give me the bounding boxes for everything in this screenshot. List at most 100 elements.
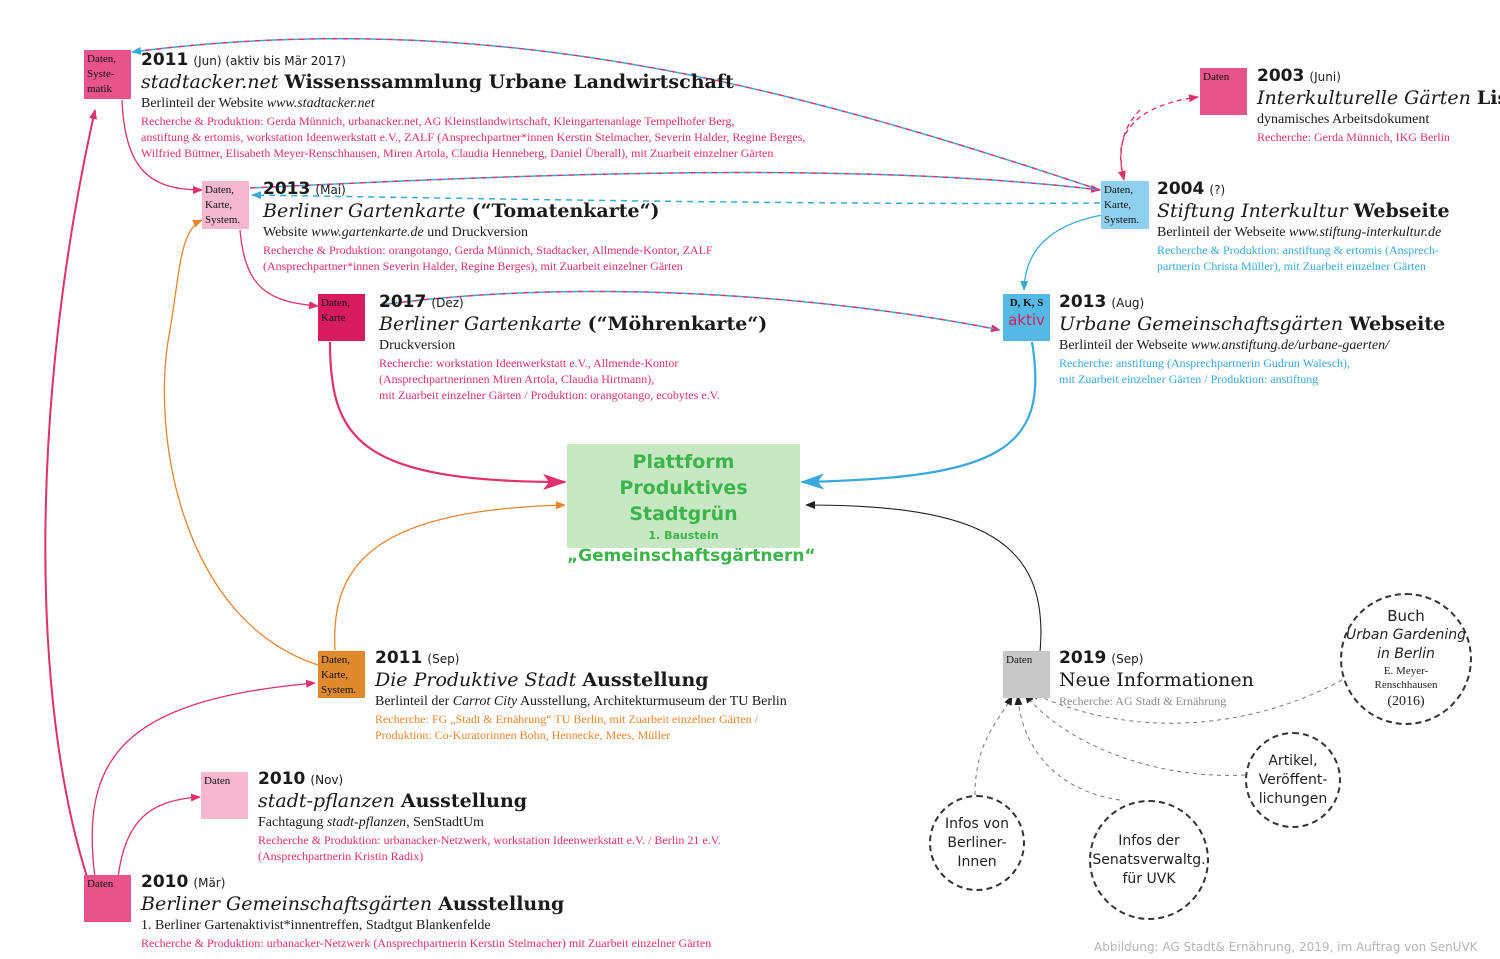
box-label: Karte, [1104, 199, 1132, 211]
entry-meta: (Mai) [315, 183, 346, 197]
entry-title-bold: Ausstellung [582, 669, 709, 691]
platform-box: Plattform Produktives Stadtgrün 1. Baust… [567, 444, 816, 566]
artikel-line2: Veröffent- [1258, 771, 1328, 788]
arrow-stadtacker-to-tomatenkarte [121, 99, 203, 194]
berliner-line3: Innen [957, 853, 997, 870]
entry-credit: (Ansprechpartner*innen Severin Halder, R… [263, 259, 683, 273]
entry-credit: Recherche & Produktion: urbanacker-Netzw… [258, 833, 721, 847]
entry-credit: Recherche: FG „Stadt & Ernährung“ TU Ber… [375, 712, 758, 726]
entry-description: Druckversion [379, 338, 456, 353]
entry-meta: (Juni) [1309, 70, 1341, 84]
entry-description-2: Ausstellung, Architekturmuseum der TU Be… [519, 694, 787, 709]
artikel-line1: Artikel, [1268, 752, 1318, 769]
entry-exhibit-name: Carrot City [452, 694, 518, 709]
entry-credit: Recherche: AG Stadt & Ernährung [1059, 694, 1227, 708]
box-label: System. [1104, 214, 1140, 226]
box-label: Daten [1006, 654, 1033, 666]
entry-credit: mit Zuarbeit einzelner Gärten / Produkti… [1059, 372, 1319, 386]
source-berlinerinnen: Infos von Berliner- Innen [929, 795, 1025, 891]
box-label: Syste- [87, 68, 115, 80]
entry-title-bold: Ausstellung [400, 790, 528, 812]
berliner-line1: Infos von [945, 815, 1009, 832]
active-label: aktiv [1008, 311, 1045, 329]
entry-title-bold: Webseite [1349, 313, 1446, 335]
entry-description: 1. Berliner Gartenaktivist*innentreffen,… [141, 918, 491, 933]
senat-line1: Infos der [1118, 832, 1180, 849]
entry-description: dynamisches Arbeitsdokument [1257, 112, 1430, 127]
source-buch: Buch Urban Gardening in Berlin E. Meyer-… [1340, 593, 1472, 725]
entry-meta: (Aug) [1111, 296, 1145, 310]
entry-url: www.stiftung-interkultur.de [1288, 225, 1442, 240]
arrow-2010-to-stadtacker [44, 109, 97, 881]
entry-description-2: , SenStadtUm [406, 815, 484, 830]
entry-credit: Wilfried Büttner, Elisabeth Meyer-Rensch… [141, 146, 774, 160]
stadtacker-data-box: Daten, Syste- matik [84, 50, 131, 99]
buch-title: Urban Gardening [1346, 627, 1466, 643]
entry-title-italic: Berliner Gartenkarte [263, 200, 466, 222]
dashed-interkultur-to-tomatenkarte [251, 191, 1101, 205]
box-label: Daten [204, 775, 231, 787]
entry-year: 2019 [1059, 648, 1107, 668]
entry-description: Berlinteil der [375, 694, 450, 709]
platform-building-block: 1. Baustein [648, 529, 719, 542]
arrow-moehrenkarte-to-platform [328, 341, 567, 490]
box-label: Daten, [87, 53, 117, 65]
arrow-tomatenkarte-to-moehrenkarte [239, 229, 319, 310]
entry-interkultur: 2004 (?) Stiftung Interkultur Webseite B… [1157, 179, 1450, 274]
entry-meta: (Sep) [427, 652, 460, 666]
tomatenkarte-data-box: Daten, Karte, System. [202, 181, 249, 229]
entry-credit: Recherche & Produktion: urbanacker-Netzw… [141, 936, 712, 950]
entry-credit: (Ansprechpartnerin Kristin Radix) [258, 849, 424, 863]
entry-meta: (Jun) (aktiv bis Mär 2017) [193, 54, 346, 68]
entry-title-bold: Ausstellung [438, 893, 565, 915]
entry-year: 2003 [1257, 66, 1305, 86]
entry-year: 2011 [375, 648, 423, 668]
entry-title-italic: stadt-pflanzen [258, 790, 395, 812]
entry-url: www.gartenkarte.de [311, 225, 424, 240]
entry-credit: Recherche & Produktion: orangotango, Ger… [263, 243, 713, 257]
figure-credit: Abbildung: AG Stadt& Ernährung, 2019, im… [1094, 940, 1478, 954]
entry-title-bold: (“Tomatenkarte“) [471, 200, 660, 222]
senat-line2: Senatsverwaltg. [1092, 851, 1206, 868]
dashed-buch-to-neue-info [1029, 679, 1343, 724]
entry-event-name: stadt-pflanzen [326, 815, 407, 830]
platform-block-name: „Gemeinschaftsgärtnern“ [567, 546, 816, 566]
box-label: System. [205, 214, 241, 226]
entry-ikg: 2003 (Juni) Interkulturelle Gärten Liste… [1257, 66, 1500, 145]
entry-description: Berlinteil der Webseite [1157, 225, 1286, 240]
entry-description-2: und Druckversion [427, 225, 528, 240]
arrow-produktive-to-platform [334, 501, 566, 651]
platform-subtitle: Produktives Stadtgrün [619, 477, 748, 525]
entry-title-italic: Stiftung Interkultur [1157, 200, 1348, 222]
entry-url: www.anstiftung.de/urbane-gaerten/ [1190, 338, 1390, 353]
entry-description: Website [263, 225, 308, 240]
entry-credit: Recherche: Gerda Münnich, IKG Berlin [1257, 130, 1450, 144]
entry-description: Berlinteil der Webseite [1059, 338, 1188, 353]
dashed-senat-to-neue-info [1014, 695, 1121, 801]
berliner-line2: Berliner- [947, 834, 1007, 851]
moehrenkarte-data-box: Daten, Karte [318, 294, 365, 341]
entry-title-italic: Berliner Gemeinschaftsgärten [141, 893, 433, 915]
entry-credit: anstiftung & ertomis, workstation Ideenw… [141, 130, 806, 144]
entry-year: 2004 [1157, 179, 1205, 199]
gemeinschaftsgaerten-data-box: Daten [84, 875, 131, 922]
buch-year: (2016) [1387, 694, 1425, 709]
entry-credit: Recherche: anstiftung (Ansprechpartnerin… [1059, 356, 1351, 370]
entry-year: 2013 [1059, 292, 1107, 312]
entry-year: 2010 [141, 872, 189, 892]
entry-meta: (Nov) [310, 773, 344, 787]
entry-gemeinschaftsgaerten-2010: 2010 (Mär) Berliner Gemeinschaftsgärten … [141, 872, 711, 951]
platform-title: Plattform [632, 451, 735, 473]
entry-stadtacker: 2011 (Jun) (aktiv bis Mär 2017) stadtack… [141, 50, 805, 161]
arrow-2010-to-produktive-stadt [91, 679, 316, 879]
entry-meta: (Mär) [193, 876, 226, 890]
entry-neue-info: 2019 (Sep) Neue Informationen Recherche:… [1059, 648, 1254, 709]
dashed-berliner-to-neue-info [974, 695, 1013, 796]
entry-stadt-pflanzen: 2010 (Nov) stadt-pflanzen Ausstellung Fa… [258, 769, 721, 864]
anstiftung-data-box: D, K, S aktiv [1003, 294, 1050, 341]
arrow-neue-info-to-platform [805, 501, 1042, 653]
arrow-anstiftung-to-platform [800, 341, 1037, 490]
source-artikel: Artikel, Veröffent- lichungen [1245, 732, 1341, 828]
entry-credit: Recherche & Produktion: Gerda Münnich, u… [141, 114, 735, 128]
